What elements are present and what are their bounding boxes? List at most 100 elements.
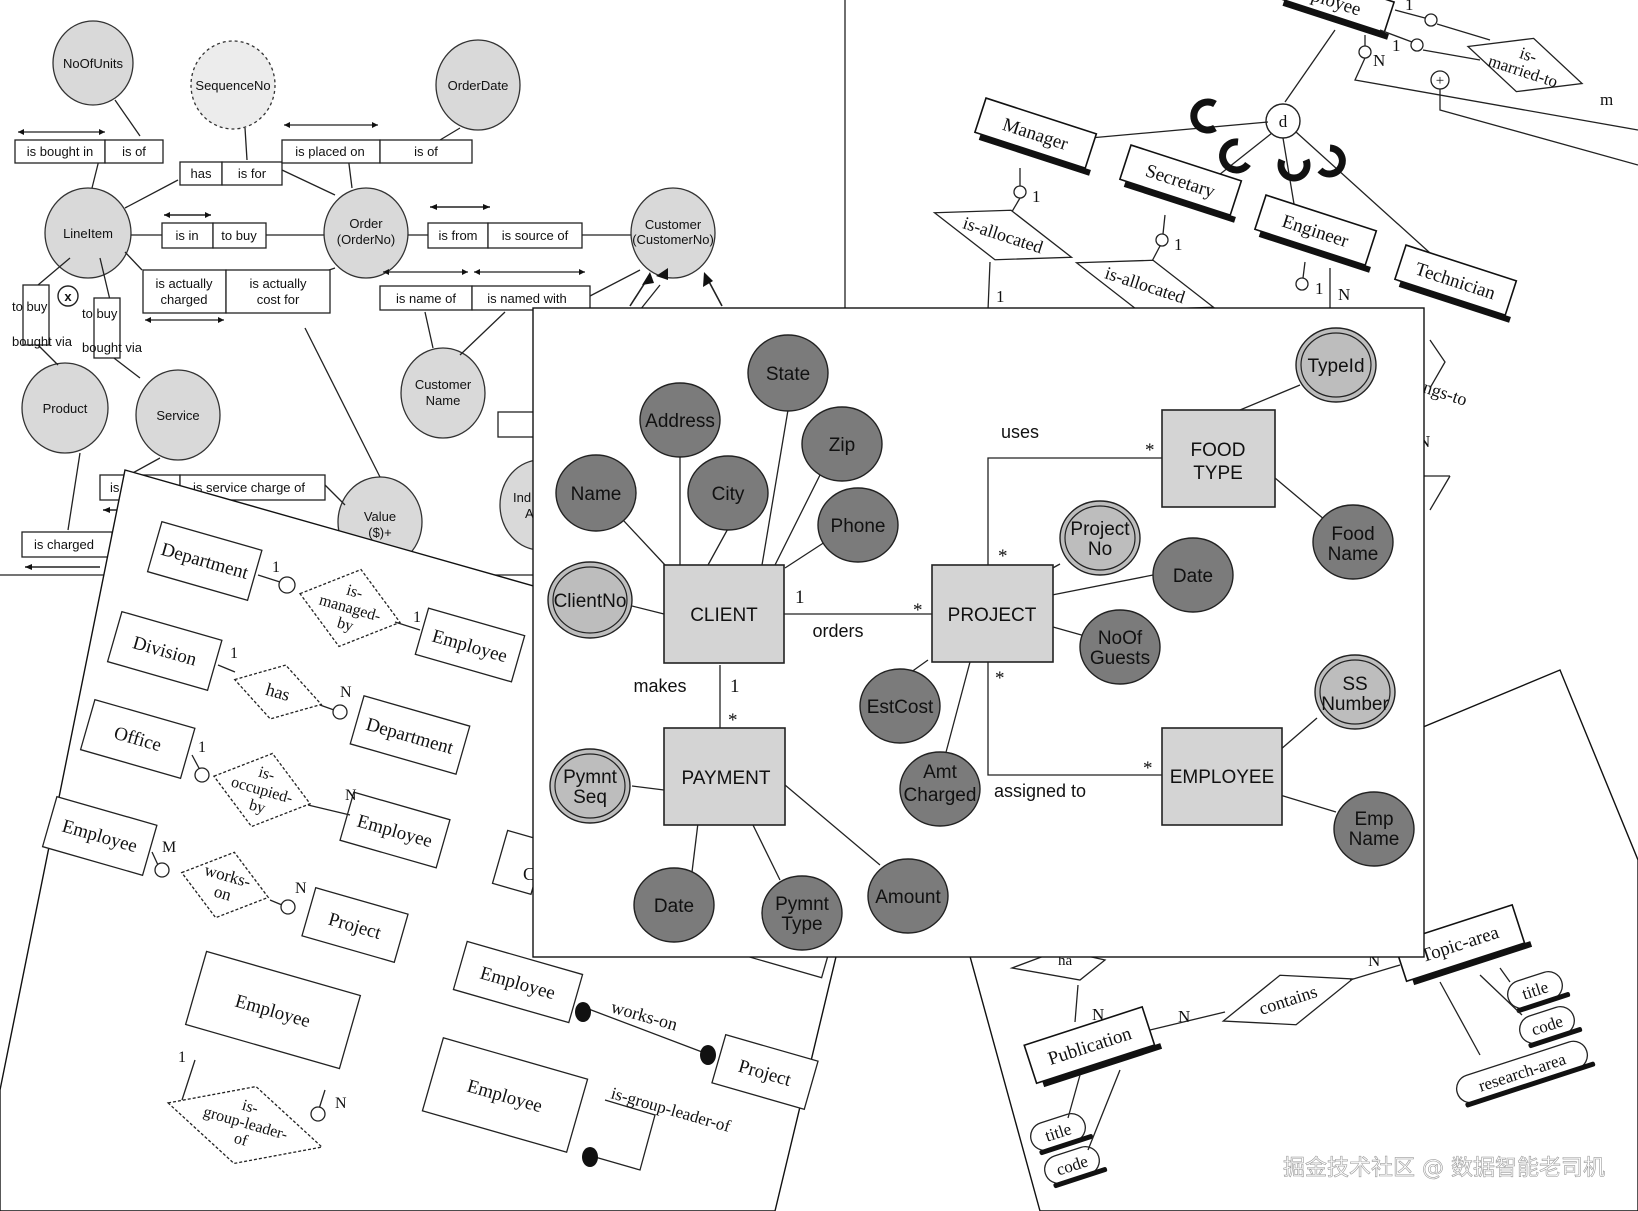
rel-belongs-to-fragment: ngs-to	[1421, 377, 1470, 410]
rel-to-buy-2: to buy	[12, 299, 48, 314]
disjoint-mark: d	[1279, 112, 1288, 131]
rel-is-named-with: is named with	[487, 291, 566, 306]
rel-orders: orders	[812, 621, 863, 641]
oval-order-label: Order(OrderNo)	[337, 216, 396, 247]
oval-lineitem-label: LineItem	[63, 226, 113, 241]
rel-to-buy-1: to buy	[221, 228, 257, 243]
fragment-box	[497, 411, 539, 438]
rel-is-of-1: is of	[122, 144, 146, 159]
attr-amount-label: Amount	[875, 887, 941, 908]
attr-state-label: State	[766, 364, 810, 385]
mult-assigned-employee: *	[1143, 758, 1153, 779]
oval-service: Service	[135, 369, 221, 461]
main-er-diagram: uses orders makes assigned to * * 1 * 1 …	[532, 307, 1425, 958]
rel-is-occupied-by: is-occupied-by	[225, 757, 300, 823]
card-l2a: 1	[230, 645, 238, 662]
mult-makes-client: 1	[730, 676, 740, 697]
attr-typeid: TypeId	[1295, 327, 1377, 403]
rel-is-of-2: is of	[414, 144, 438, 159]
oval-orderdate: OrderDate	[435, 39, 521, 131]
fragment-a: A	[525, 506, 534, 521]
mult-makes-payment: *	[728, 710, 738, 731]
entity-employee-label: EMPLOYEE	[1170, 767, 1275, 788]
rel-is-from: is from	[439, 228, 478, 243]
attr-city-label: City	[712, 484, 745, 505]
rel-is-for: is for	[238, 166, 267, 181]
rel-uses: uses	[1001, 422, 1039, 442]
fragment-ind: Ind	[513, 490, 531, 505]
oval-sequenceno: SequenceNo	[190, 40, 276, 130]
attr-clientno-label: ClientNo	[554, 591, 627, 612]
card-l1a: 1	[272, 559, 280, 576]
card-secretary-1: 1	[1174, 235, 1183, 254]
card-l3b: N	[345, 787, 357, 804]
fragment-m: m	[1600, 90, 1613, 109]
card-l3a: 1	[198, 739, 206, 756]
oval-orderdate-label: OrderDate	[448, 78, 509, 93]
rel-bought-via-2: bought via	[82, 340, 143, 355]
oval-noofunits: NoOfUnits	[52, 20, 134, 106]
card-l4b: N	[295, 880, 307, 897]
attr-date-project: Date	[1152, 537, 1234, 613]
rel-is-service-charge-of: is service charge of	[193, 480, 305, 495]
card-tr-1b: 1	[1392, 36, 1401, 55]
attr-city: City	[687, 455, 769, 531]
entity-payment-label: PAYMENT	[681, 768, 770, 789]
rel-is-charged: is charged	[34, 537, 94, 552]
rel-has: has	[191, 166, 212, 181]
fragment-c: C	[523, 864, 535, 884]
oval-value-label: Value($)+	[364, 509, 396, 540]
entity-client: CLIENT	[663, 564, 785, 664]
card-engineer-1: 1	[1315, 279, 1324, 298]
attr-state: State	[747, 334, 829, 412]
mult-assigned-project: *	[995, 668, 1005, 689]
attr-estcost-label: EstCost	[867, 697, 934, 718]
oval-noofunits-label: NoOfUnits	[63, 56, 123, 71]
attr-clientno: ClientNo	[547, 561, 633, 639]
card-alloc-1: 1	[996, 287, 1005, 306]
rel-is-bought-in: is bought in	[27, 144, 94, 159]
attr-zip: Zip	[801, 406, 883, 482]
oval-customer-label: Customer(CustomerNo)	[632, 217, 714, 247]
card-publication-n: N	[1178, 1007, 1190, 1026]
attr-typeid-label: TypeId	[1307, 356, 1364, 377]
exclusion-circle	[57, 285, 79, 307]
oval-order: Order(OrderNo)	[323, 187, 409, 279]
oval-customer: Customer(CustomerNo)	[630, 187, 716, 279]
order-diagram-sheet: NoOfUnits SequenceNo OrderDate LineItem …	[0, 0, 846, 576]
rel-assigned-to: assigned to	[994, 781, 1086, 801]
rel-is-name-of: is name of	[396, 291, 456, 306]
entity-project: PROJECT	[931, 564, 1054, 663]
rel-bought-via-1: bought via	[12, 334, 73, 349]
oval-sequenceno-label: SequenceNo	[195, 78, 270, 93]
entity-client-label: CLIENT	[690, 605, 758, 626]
watermark: 掘金技术社区 @ 数据智能老司机	[1283, 1156, 1605, 1181]
mult-uses-project: *	[998, 546, 1008, 567]
exclusion-mark: x	[64, 289, 72, 304]
oval-lineitem: LineItem	[44, 187, 132, 279]
plus-mark: +	[1436, 73, 1444, 89]
attr-date-payment-label: Date	[654, 896, 694, 917]
card-engineer-n: N	[1338, 285, 1350, 304]
rel-is-placed-on: is placed on	[295, 144, 364, 159]
attr-phone-label: Phone	[831, 516, 886, 537]
